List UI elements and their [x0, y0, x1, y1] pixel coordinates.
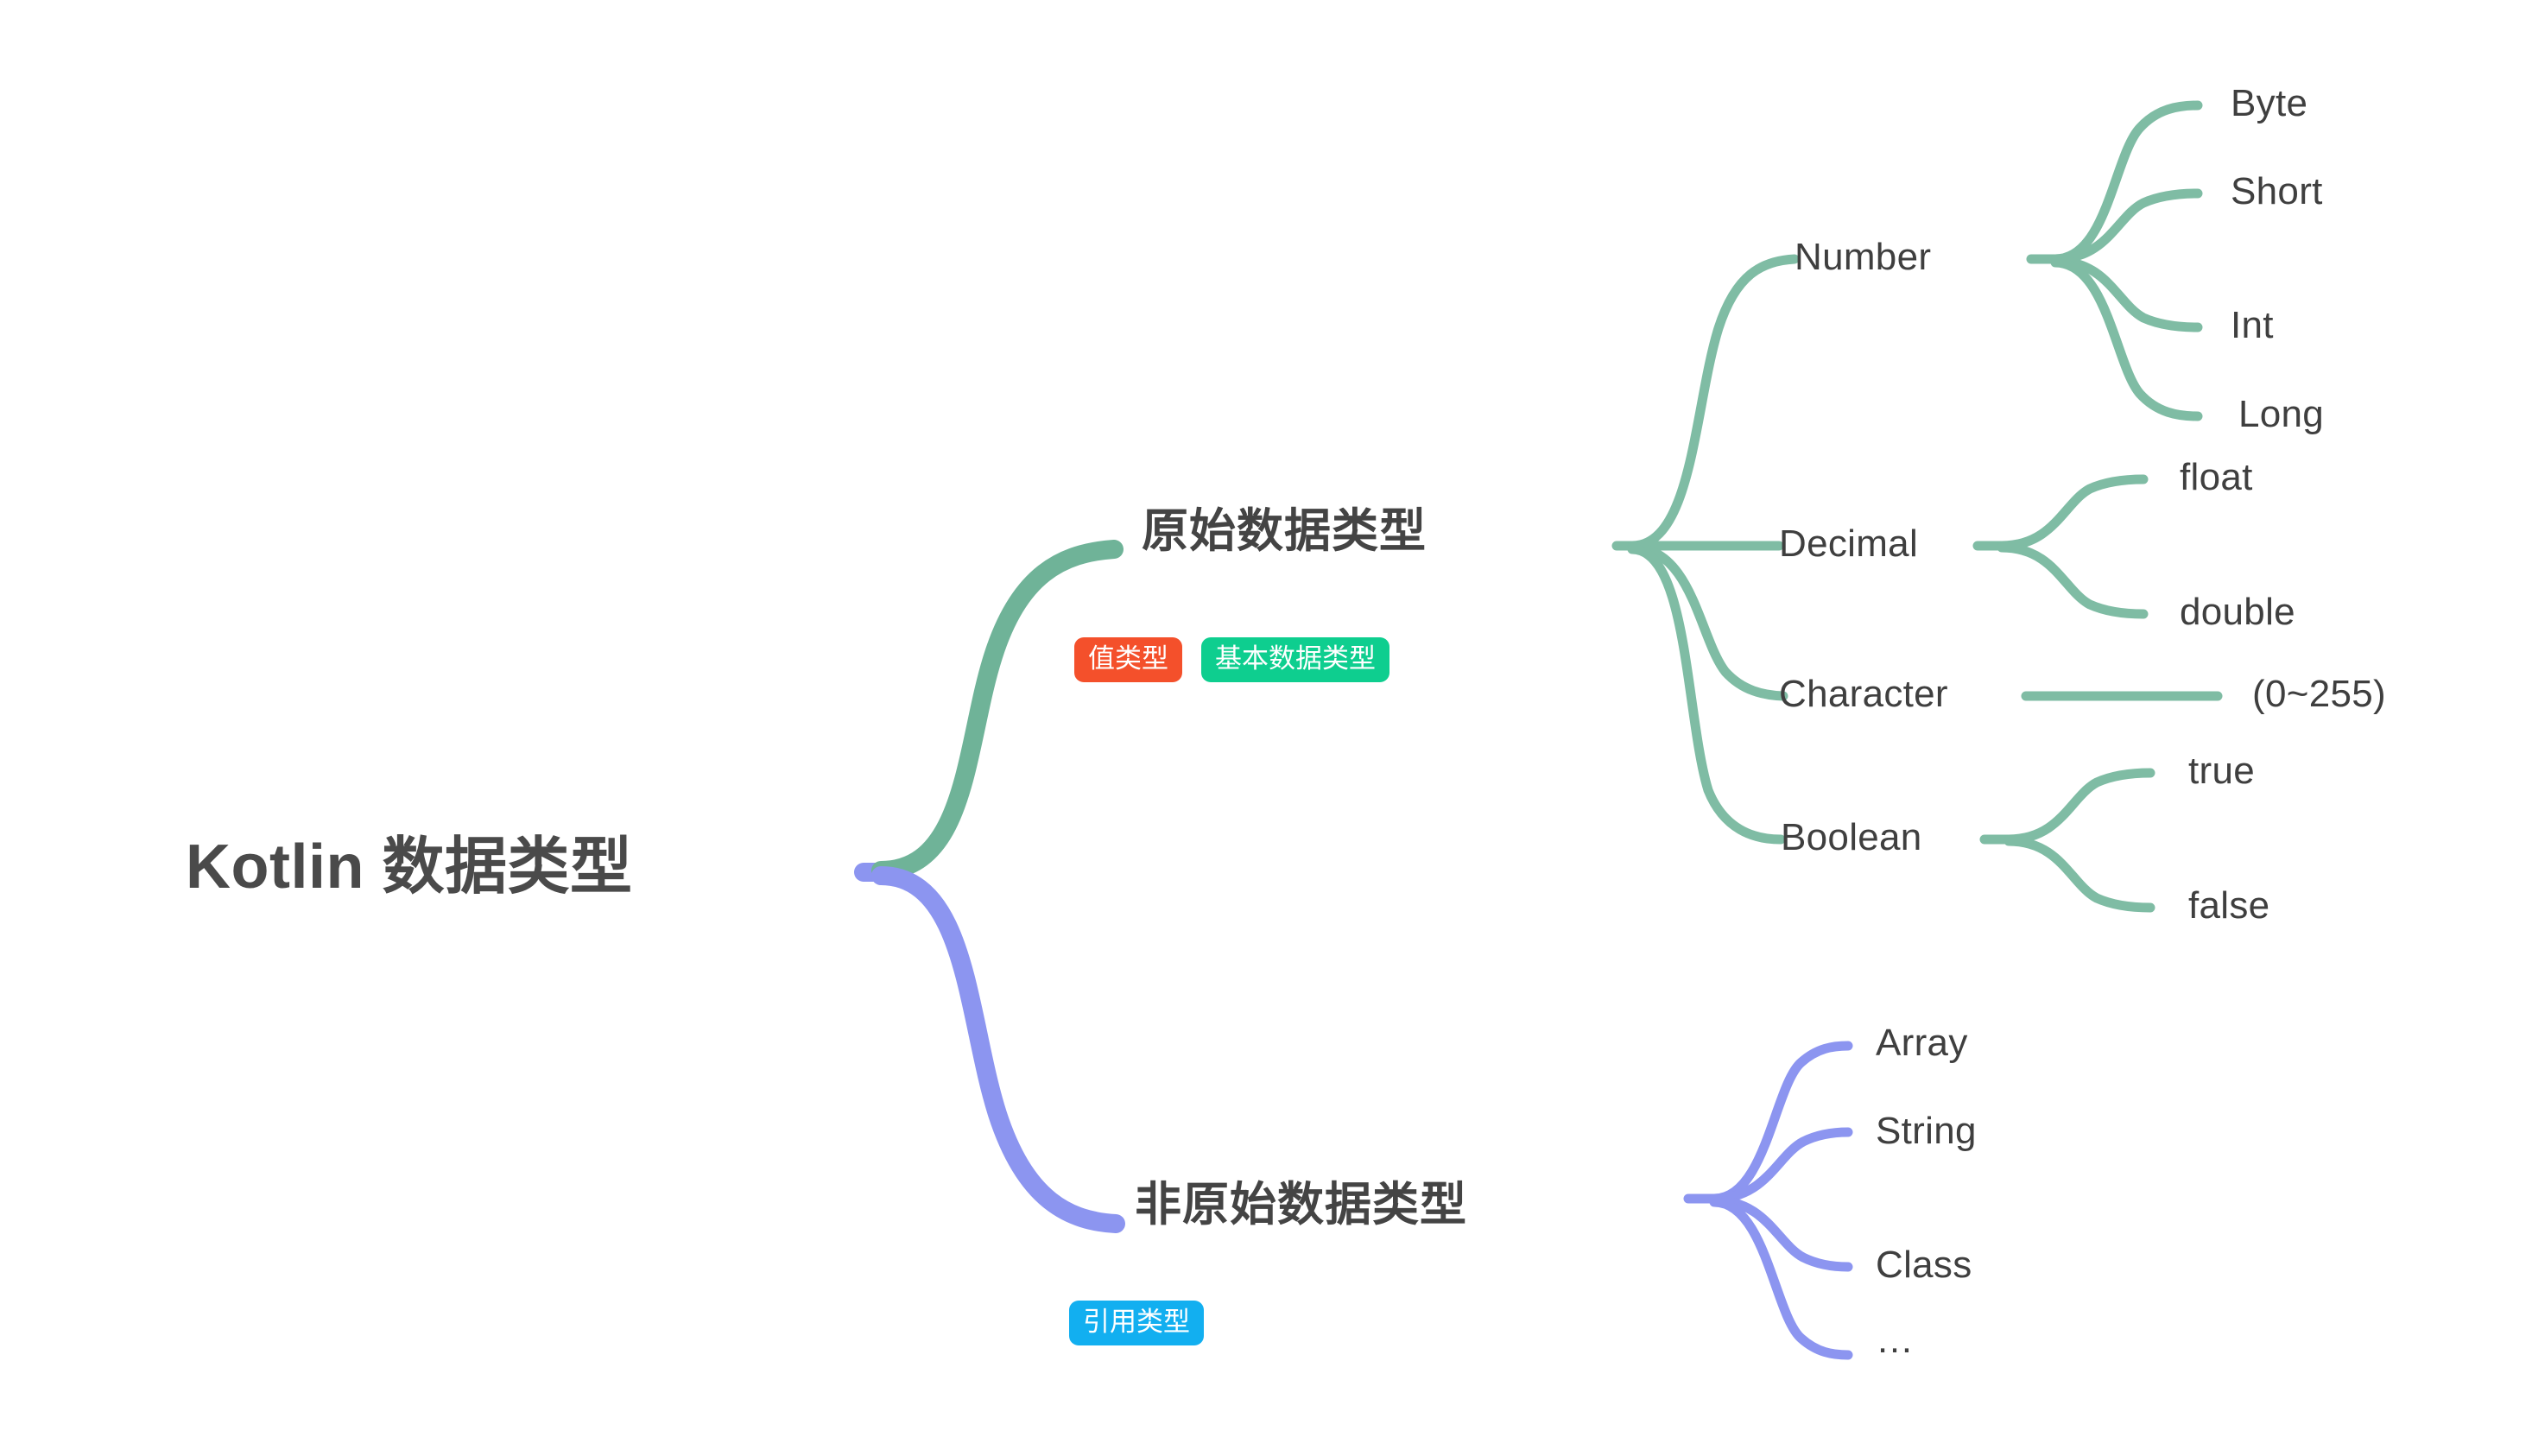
leaf-array[interactable]: Array — [1876, 1022, 1968, 1064]
leaf-short[interactable]: Short — [2231, 170, 2323, 212]
tag-value-type[interactable]: 值类型 — [1074, 637, 1182, 682]
edge-primitive-to-boolean — [1627, 544, 1786, 845]
edge-primitive-to-number — [1627, 254, 1800, 551]
edge-boolean-to-false — [2003, 836, 2155, 913]
edge-boolean-to-true — [2003, 768, 2155, 845]
tag-row-nonprimitive: 引用类型 — [1069, 1301, 1204, 1345]
edge-root-to-nonprimitive — [871, 866, 1125, 1233]
subtopic-decimal[interactable]: Decimal — [1779, 522, 1919, 565]
edge-number-to-short — [2050, 188, 2203, 264]
edge-nonprimitive-to-string — [1709, 1127, 1853, 1204]
root-node-label[interactable]: Kotlin 数据类型 — [186, 832, 633, 902]
tag-basic-data-type[interactable]: 基本数据类型 — [1201, 637, 1389, 682]
edge-primitive-to-character — [1627, 542, 1788, 701]
leaf-int[interactable]: Int — [2231, 304, 2274, 346]
edge-decimal-to-float — [1997, 474, 2149, 551]
edge-root-to-primitive — [871, 540, 1124, 880]
subtopic-character[interactable]: Character — [1779, 673, 1948, 715]
leaf-byte[interactable]: Byte — [2231, 82, 2308, 124]
edge-nonprimitive-to-class — [1709, 1195, 1853, 1272]
subtopic-number[interactable]: Number — [1795, 236, 1932, 278]
leaf-ellipsis[interactable]: … — [1876, 1319, 1915, 1361]
edge-number-to-byte — [2050, 100, 2203, 264]
leaf-class[interactable]: Class — [1876, 1244, 1972, 1286]
subtopic-boolean[interactable]: Boolean — [1781, 816, 1922, 858]
edge-nonprimitive-to-array — [1709, 1041, 1853, 1204]
leaf-false[interactable]: false — [2188, 884, 2270, 927]
edge-number-to-int — [2050, 256, 2203, 332]
tag-row-primitive: 值类型 基本数据类型 — [1074, 637, 1389, 682]
leaf-float[interactable]: float — [2180, 456, 2253, 498]
edge-nonprimitive-to-ellipsis — [1709, 1197, 1853, 1360]
leaf-double[interactable]: double — [2180, 591, 2295, 633]
leaf-string[interactable]: String — [1876, 1110, 1977, 1152]
topic-non-primitive-data-types[interactable]: 非原始数据类型 — [1135, 1179, 1467, 1231]
leaf-character-range[interactable]: (0~255) — [2252, 673, 2386, 715]
edge-number-to-long — [2050, 257, 2203, 421]
topic-primitive-data-types[interactable]: 原始数据类型 — [1142, 505, 1427, 557]
leaf-true[interactable]: true — [2188, 750, 2256, 792]
leaf-long[interactable]: Long — [2238, 393, 2325, 435]
edge-decimal-to-double — [1997, 542, 2149, 619]
tag-reference-type[interactable]: 引用类型 — [1069, 1301, 1204, 1345]
